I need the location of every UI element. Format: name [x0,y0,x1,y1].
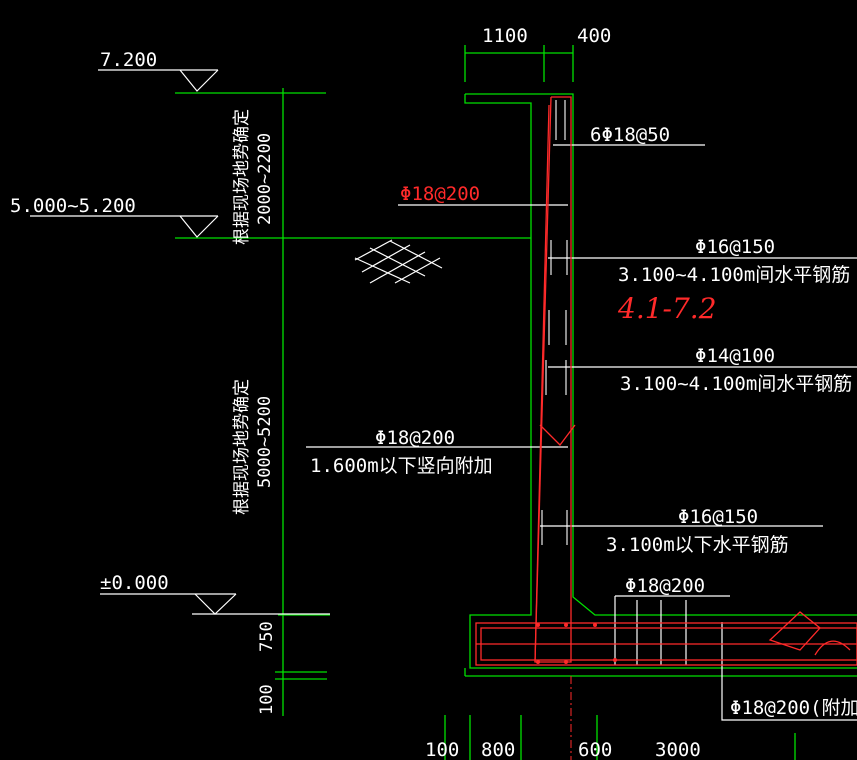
elevation-middle: 5.000~5.200 [10,195,136,217]
label-h3-note: 3.100m以下水平钢筋 [606,534,789,556]
elevation-ground: ±0.000 [100,572,169,594]
wall-rebar-ticks [541,100,568,545]
dimension-lines [175,45,857,760]
label-red-vertical: Φ18@200 [400,183,480,205]
label-h1-note: 3.100~4.100m间水平钢筋 [618,264,850,286]
label-footing-spec: Φ18@200 [625,575,705,597]
dim-bottom-3000: 3000 [655,739,701,760]
rebar-cage [475,96,857,666]
dim-bottom-600: 600 [578,739,612,760]
label-vadd-note: 1.600m以下竖向附加 [310,455,493,477]
dim-top-400: 400 [577,25,611,47]
dim-left-100: 100 [257,684,277,715]
note-upper-line1: 根据现场地势确定 [232,109,252,245]
dim-left-750: 750 [257,621,277,652]
dim-bottom-800: 800 [481,739,515,760]
rebar-dots [536,623,617,664]
note-lower-line2: 5000~5200 [255,396,275,488]
label-h2-note: 3.100~4.100m间水平钢筋 [620,373,852,395]
note-upper-line2: 2000~2200 [255,133,275,225]
elevation-top: 7.200 [100,49,157,71]
label-top-bar: 6Φ18@50 [590,124,670,146]
handwritten-annotation: 4.1-7.2 [617,292,717,325]
leader-lines [30,69,857,721]
label-h1-spec: Φ16@150 [695,236,775,258]
dim-bottom-100: 100 [425,739,459,760]
label-h2-spec: Φ14@100 [695,345,775,367]
dim-top-1100: 1100 [482,25,528,47]
note-lower-line1: 根据现场地势确定 [232,379,252,515]
label-vadd-spec: Φ18@200 [375,427,455,449]
label-h3-spec: Φ16@150 [678,506,758,528]
label-footing-add: Φ18@200(附加 [730,697,857,719]
